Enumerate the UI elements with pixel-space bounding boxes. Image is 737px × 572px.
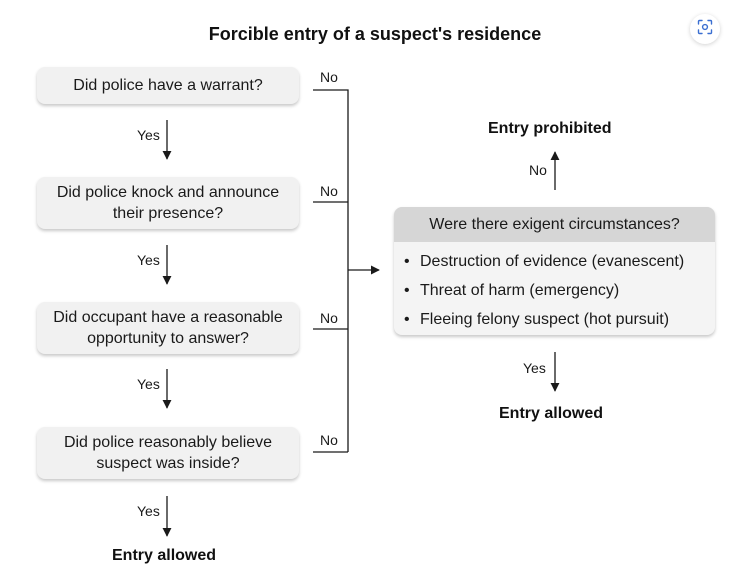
exigent-item-text: Fleeing felony suspect (hot pursuit) xyxy=(420,311,670,328)
exigent-item: •Destruction of evidence (evanescent) xyxy=(404,253,685,270)
yes-label-3: Yes xyxy=(137,376,160,392)
scan-button[interactable] xyxy=(690,14,720,44)
question-knock-announce: Did police knock and announce their pres… xyxy=(37,177,299,229)
entry-prohibited: Entry prohibited xyxy=(488,120,612,137)
exigent-item: •Fleeing felony suspect (hot pursuit) xyxy=(404,311,670,328)
question-suspect-inside: Did police reasonably believe suspect wa… xyxy=(37,427,299,479)
exigent-item-text: Threat of harm (emergency) xyxy=(420,282,620,299)
entry-allowed-left: Entry allowed xyxy=(112,547,217,564)
diagram-title: Forcible entry of a suspect's residence xyxy=(208,24,542,44)
no-label-1: No xyxy=(320,69,338,85)
exigent-question: Were there exigent circumstances? xyxy=(394,207,715,242)
yes-label-4: Yes xyxy=(137,503,160,519)
yes-label-1: Yes xyxy=(137,127,160,143)
exigent-item: •Threat of harm (emergency) xyxy=(404,282,620,299)
exigent-list: •Destruction of evidence (evanescent) •T… xyxy=(394,242,715,334)
no-label-2: No xyxy=(320,183,338,199)
question-warrant: Did police have a warrant? xyxy=(37,67,299,104)
exigent-circumstances-box: Were there exigent circumstances? •Destr… xyxy=(394,207,715,335)
no-connector-1 xyxy=(313,89,349,452)
exigent-item-text: Destruction of evidence (evanescent) xyxy=(420,253,685,270)
no-label-exigent: No xyxy=(529,162,547,178)
no-label-4: No xyxy=(320,432,338,448)
no-label-3: No xyxy=(320,310,338,326)
yes-label-exigent: Yes xyxy=(523,360,546,376)
question-opportunity: Did occupant have a reasonable opportuni… xyxy=(37,302,299,354)
yes-label-2: Yes xyxy=(137,252,160,268)
entry-allowed-right: Entry allowed xyxy=(499,405,604,422)
scan-icon xyxy=(697,19,713,40)
